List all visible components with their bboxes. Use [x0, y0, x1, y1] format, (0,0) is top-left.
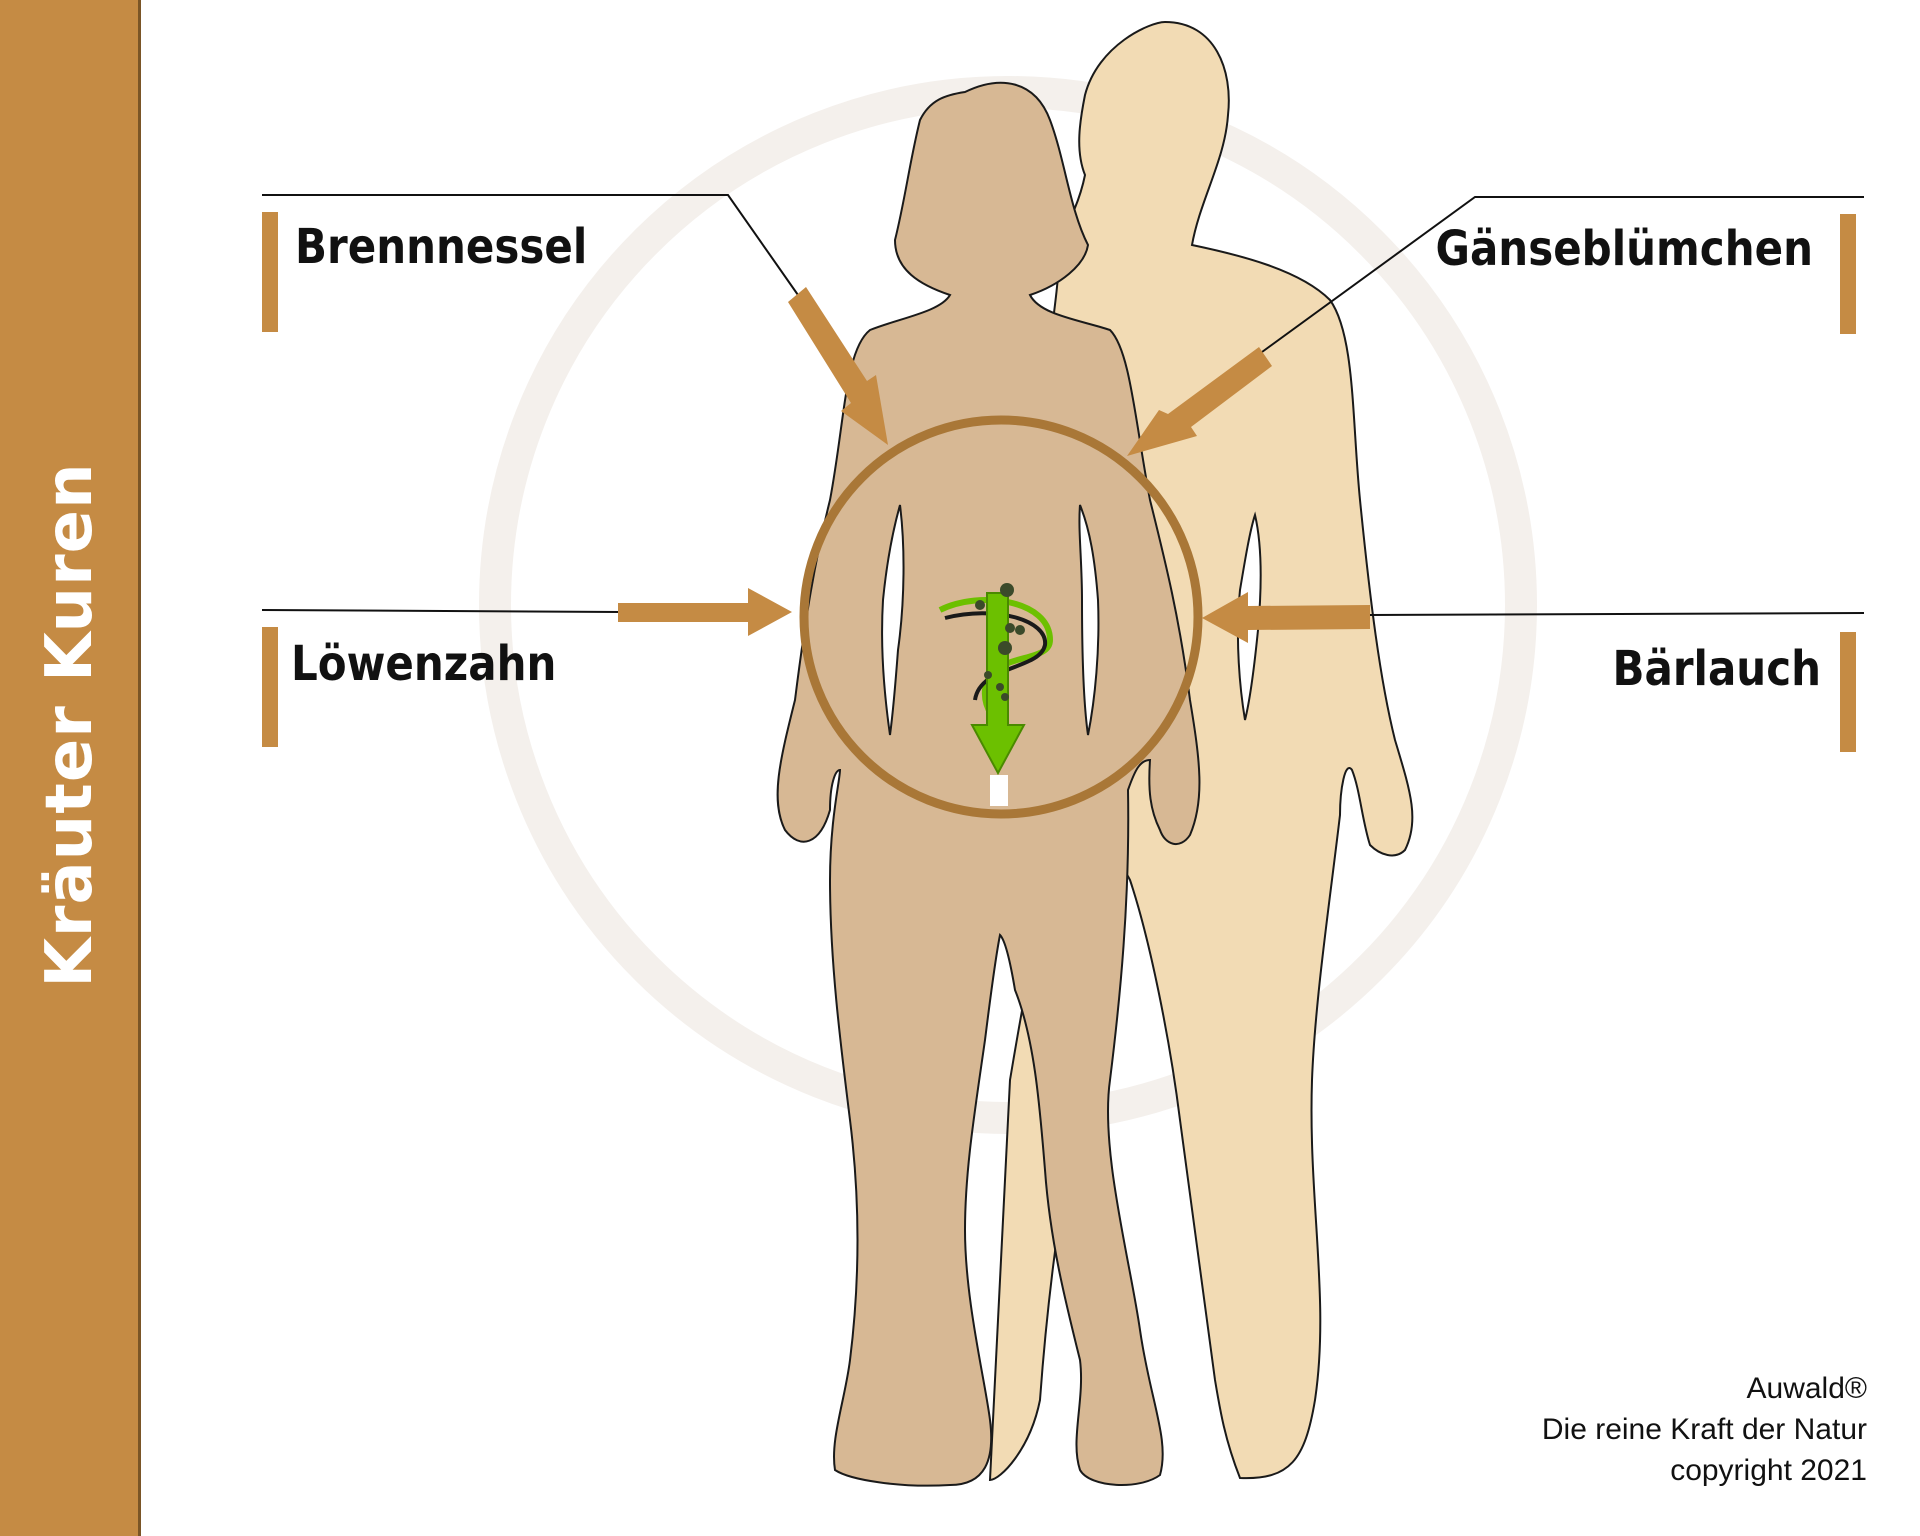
- herb-label-brennnessel: Brennnessel: [295, 218, 588, 275]
- callout-line-gaenseblumchen: [1261, 196, 1864, 353]
- accent-bar-gaenseblumchen: [1840, 214, 1856, 334]
- arrow-gaenseblumchen: [1127, 347, 1272, 456]
- callout-line-loewenzahn: [261, 609, 621, 613]
- callout-lines: [261, 194, 1865, 616]
- arrow-brennnessel: [788, 287, 888, 445]
- footer-brand: Auwald®: [1746, 1372, 1868, 1405]
- abdomen-ring: [799, 415, 1203, 819]
- footer: Auwald® Die reine Kraft der Natur copyri…: [1542, 1368, 1867, 1491]
- accent-bar-baerlauch: [1840, 632, 1856, 752]
- herb-label-baerlauch: Bärlauch: [1612, 640, 1821, 697]
- callout-line-brennnessel: [262, 194, 799, 296]
- footer-copyright: copyright 2021: [1670, 1454, 1867, 1487]
- digestion-symbol: [938, 583, 1054, 776]
- sidebar: Kräuter Kuren: [0, 0, 141, 1536]
- accent-bar-brennnessel: [262, 212, 278, 332]
- callout-line-baerlauch: [1369, 612, 1865, 616]
- green-arrow-down: [970, 592, 1026, 776]
- footer-slogan: Die reine Kraft der Natur: [1541, 1413, 1867, 1446]
- accent-bar-loewenzahn: [262, 627, 278, 747]
- herb-arrows: [618, 287, 1370, 643]
- herb-label-loewenzahn: Löwenzahn: [291, 635, 557, 692]
- arrow-baerlauch: [1202, 592, 1370, 643]
- arrow-loewenzahn: [618, 588, 792, 636]
- herb-label-gaenseblumchen: Gänseblümchen: [1435, 220, 1813, 277]
